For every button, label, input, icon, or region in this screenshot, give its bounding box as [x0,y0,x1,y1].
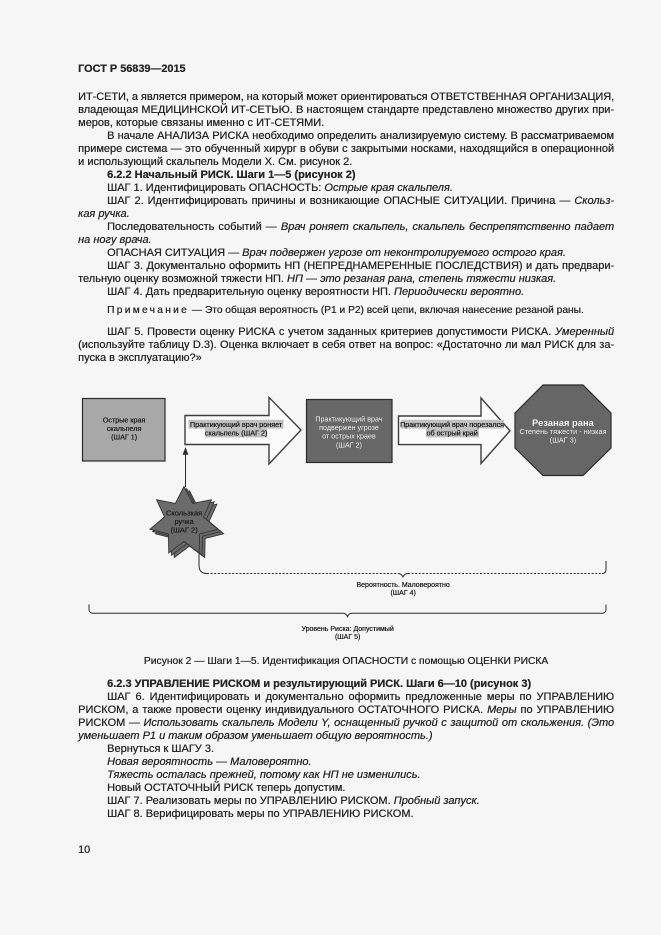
svg-text:Практикующий врач порезался: Практикующий врач порезался [400,420,504,429]
svg-text:ручка: ручка [174,517,194,526]
svg-text:скальпеля: скальпеля [107,424,142,433]
svg-text:Вероятность. Маловероятно: Вероятность. Маловероятно [356,582,449,589]
svg-text:Острые края: Острые края [103,416,146,425]
svg-text:Резаная рана: Резаная рана [532,417,595,428]
svg-text:Степень тяжести - низкая: Степень тяжести - низкая [519,427,606,436]
svg-text:(ШАГ 3): (ШАГ 3) [550,436,576,445]
svg-text:Практикующий врач роняет: Практикующий врач роняет [190,420,283,429]
svg-text:об острый край: об острый край [426,428,477,437]
svg-text:Практикующий врач: Практикующий врач [315,415,382,424]
svg-text:(ШАГ 5): (ШАГ 5) [335,634,360,641]
svg-text:(ШАГ 2): (ШАГ 2) [170,526,198,535]
svg-text:от острых краев: от острых краев [322,432,376,441]
svg-text:Скользкая: Скользкая [166,509,202,518]
svg-text:(ШАГ 2): (ШАГ 2) [336,441,362,450]
svg-text:(ШАГ 1): (ШАГ 1) [111,433,137,442]
svg-text:скальпель (ШАГ 2): скальпель (ШАГ 2) [205,428,267,437]
svg-text:подвержен угрозе: подвержен угрозе [319,423,379,432]
svg-text:Уровень Риска: Допустимый: Уровень Риска: Допустимый [301,625,393,633]
svg-text:(ШАГ 4): (ШАГ 4) [390,590,415,597]
